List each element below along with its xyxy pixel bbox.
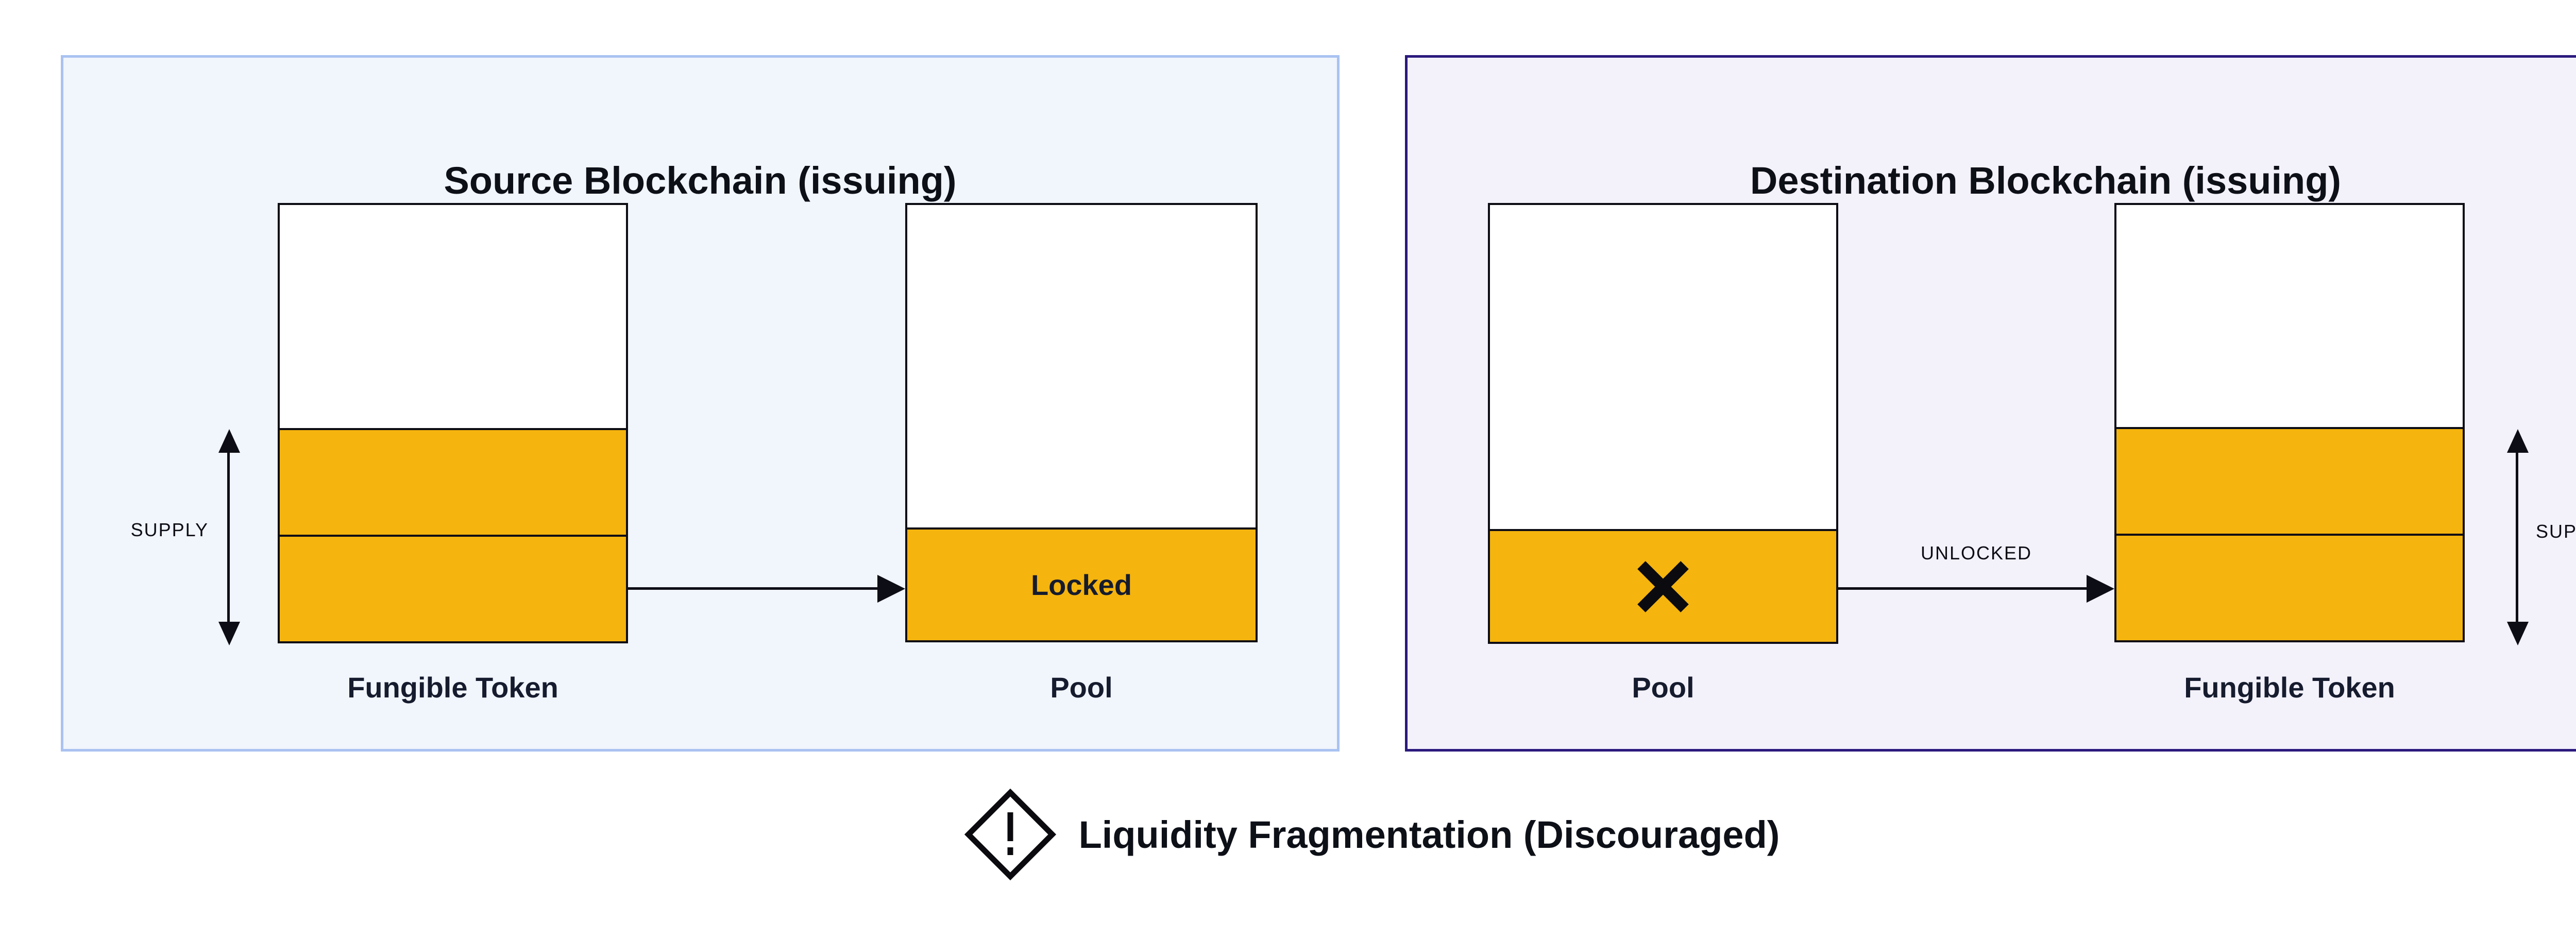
source-fungible-token-label: Fungible Token xyxy=(347,671,558,704)
destination-supply-label: SUPPLY xyxy=(2536,521,2576,542)
warning-exclamation-bar xyxy=(1007,812,1013,841)
source-token-supply-section-upper xyxy=(280,428,626,535)
destination-pool-box xyxy=(1488,203,1838,644)
destination-pool-empty-section xyxy=(1490,205,1836,529)
destination-pool-label: Pool xyxy=(1632,671,1694,704)
destination-token-supply-section-lower xyxy=(2116,534,2463,640)
destination-supply-arrowhead-up xyxy=(2507,429,2529,453)
warning-diamond-exclamation-icon xyxy=(964,788,1056,881)
destination-supply-arrowhead-down xyxy=(2507,622,2529,645)
locked-label: Locked xyxy=(1030,569,1132,601)
source-lock-arrowhead xyxy=(877,575,905,603)
destination-unlock-arrowhead xyxy=(2087,575,2114,603)
destination-panel-title: Destination Blockchain (issuing) xyxy=(1750,159,2342,202)
source-supply-label: SUPPLY xyxy=(130,519,209,540)
destination-pool-crossed-section xyxy=(1490,529,1836,642)
source-supply-arrow xyxy=(227,448,230,626)
source-supply-arrowhead-down xyxy=(218,622,240,645)
destination-fungible-token-box xyxy=(2114,203,2465,642)
source-pool-empty-section xyxy=(907,205,1256,527)
source-supply-arrowhead-up xyxy=(218,429,240,453)
destination-supply-arrow xyxy=(2516,448,2518,626)
destination-fungible-token-label: Fungible Token xyxy=(2184,671,2395,704)
warning-exclamation-dot xyxy=(1007,847,1013,855)
destination-token-supply-section-upper xyxy=(2116,427,2463,534)
cross-x-icon xyxy=(1637,560,1689,612)
caption-row: Liquidity Fragmentation (Discouraged) xyxy=(0,788,2576,881)
source-token-supply-section-lower xyxy=(280,535,626,641)
source-token-empty-section xyxy=(280,205,626,428)
source-pool-box: Locked xyxy=(905,203,1258,642)
source-pool-label: Pool xyxy=(1050,671,1113,704)
destination-token-empty-section xyxy=(2116,205,2463,427)
source-pool-locked-section: Locked xyxy=(907,527,1256,640)
unlocked-label: UNLOCKED xyxy=(1920,542,2032,564)
caption-text: Liquidity Fragmentation (Discouraged) xyxy=(1078,813,1780,856)
source-lock-arrow xyxy=(628,587,882,590)
source-fungible-token-box xyxy=(278,203,628,643)
destination-unlock-arrow xyxy=(1838,587,2091,590)
source-panel-title: Source Blockchain (issuing) xyxy=(444,159,957,202)
